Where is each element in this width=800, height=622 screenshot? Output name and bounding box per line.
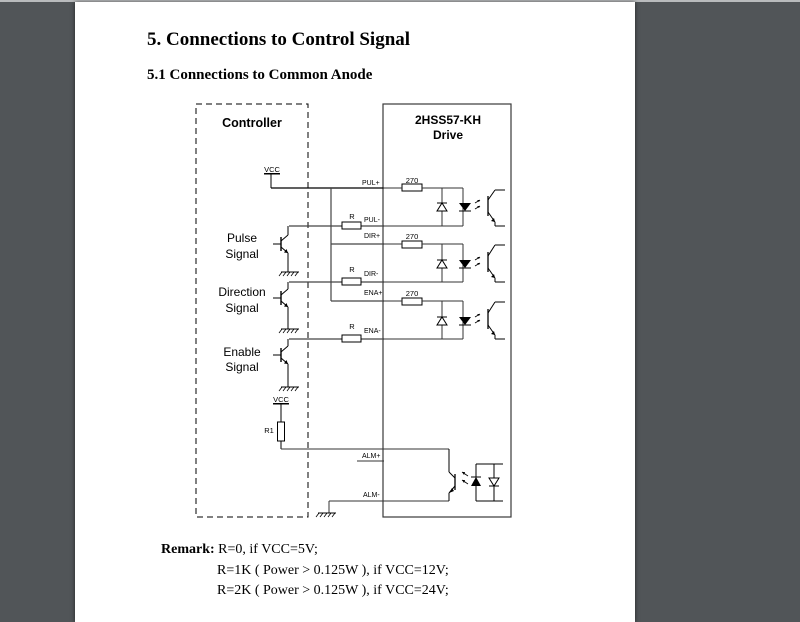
vcc-bottom-label: VCC xyxy=(273,395,289,404)
remark-text-1: R=0, if VCC=5V; xyxy=(218,542,318,557)
dir-r-label: R xyxy=(349,265,355,274)
pul-minus-label: PUL- xyxy=(364,217,381,224)
controller-title: Controller xyxy=(222,116,282,130)
pulse-signal-line2: Signal xyxy=(225,247,258,261)
pul-resistor-label: 270 xyxy=(406,176,419,185)
drive-box xyxy=(382,103,512,518)
remark-block: Remark: R=0, if VCC=5V; R=1K ( Power > 0… xyxy=(161,540,449,602)
ena-minus-label: ENA- xyxy=(364,328,381,335)
viewer-top-edge xyxy=(0,0,800,2)
remark-label: Remark: xyxy=(161,542,215,557)
dir-resistor-label: 270 xyxy=(406,232,419,241)
pul-plus-label: PUL+ xyxy=(362,180,380,187)
ena-plus-label: ENA+ xyxy=(364,290,382,297)
document-page xyxy=(75,2,635,622)
ena-resistor-label: 270 xyxy=(406,289,419,298)
opto-ena xyxy=(436,301,505,340)
subsection-heading: 5.1 Connections to Common Anode xyxy=(147,67,373,83)
vcc-top-label: VCC xyxy=(264,165,280,174)
ena-r-label: R xyxy=(349,322,355,331)
opto-dir xyxy=(436,244,505,283)
remark-line-2: R=1K ( Power > 0.125W ), if VCC=12V; xyxy=(217,562,449,578)
controller-box xyxy=(195,103,309,518)
section-heading: 5. Connections to Control Signal xyxy=(147,29,411,50)
dir-minus-label: DIR- xyxy=(364,271,379,278)
enable-signal-line1: Enable xyxy=(223,345,261,359)
remark-line-3: R=2K ( Power > 0.125W ), if VCC=24V; xyxy=(217,583,449,598)
drive-title-line2: Drive xyxy=(433,128,463,142)
wiring-diagram: Controller 2HSS57-KH Drive VCC PUL+ 270 … xyxy=(195,103,512,518)
remark-line-1: Remark: R=0, if VCC=5V; xyxy=(161,540,449,561)
alm-plus-label: ALM+ xyxy=(362,453,380,460)
r1-label: R1 xyxy=(264,426,274,435)
alm-minus-label: ALM- xyxy=(363,492,380,499)
dir-plus-label: DIR+ xyxy=(364,233,380,240)
pulse-signal-line1: Pulse xyxy=(227,231,257,245)
drive-title-line1: 2HSS57-KH xyxy=(415,113,481,127)
direction-signal-line1: Direction xyxy=(218,285,265,299)
opto-pul xyxy=(436,189,505,227)
pul-r-label: R xyxy=(349,212,355,221)
enable-signal-line2: Signal xyxy=(225,360,258,374)
direction-signal-line2: Signal xyxy=(225,301,258,315)
